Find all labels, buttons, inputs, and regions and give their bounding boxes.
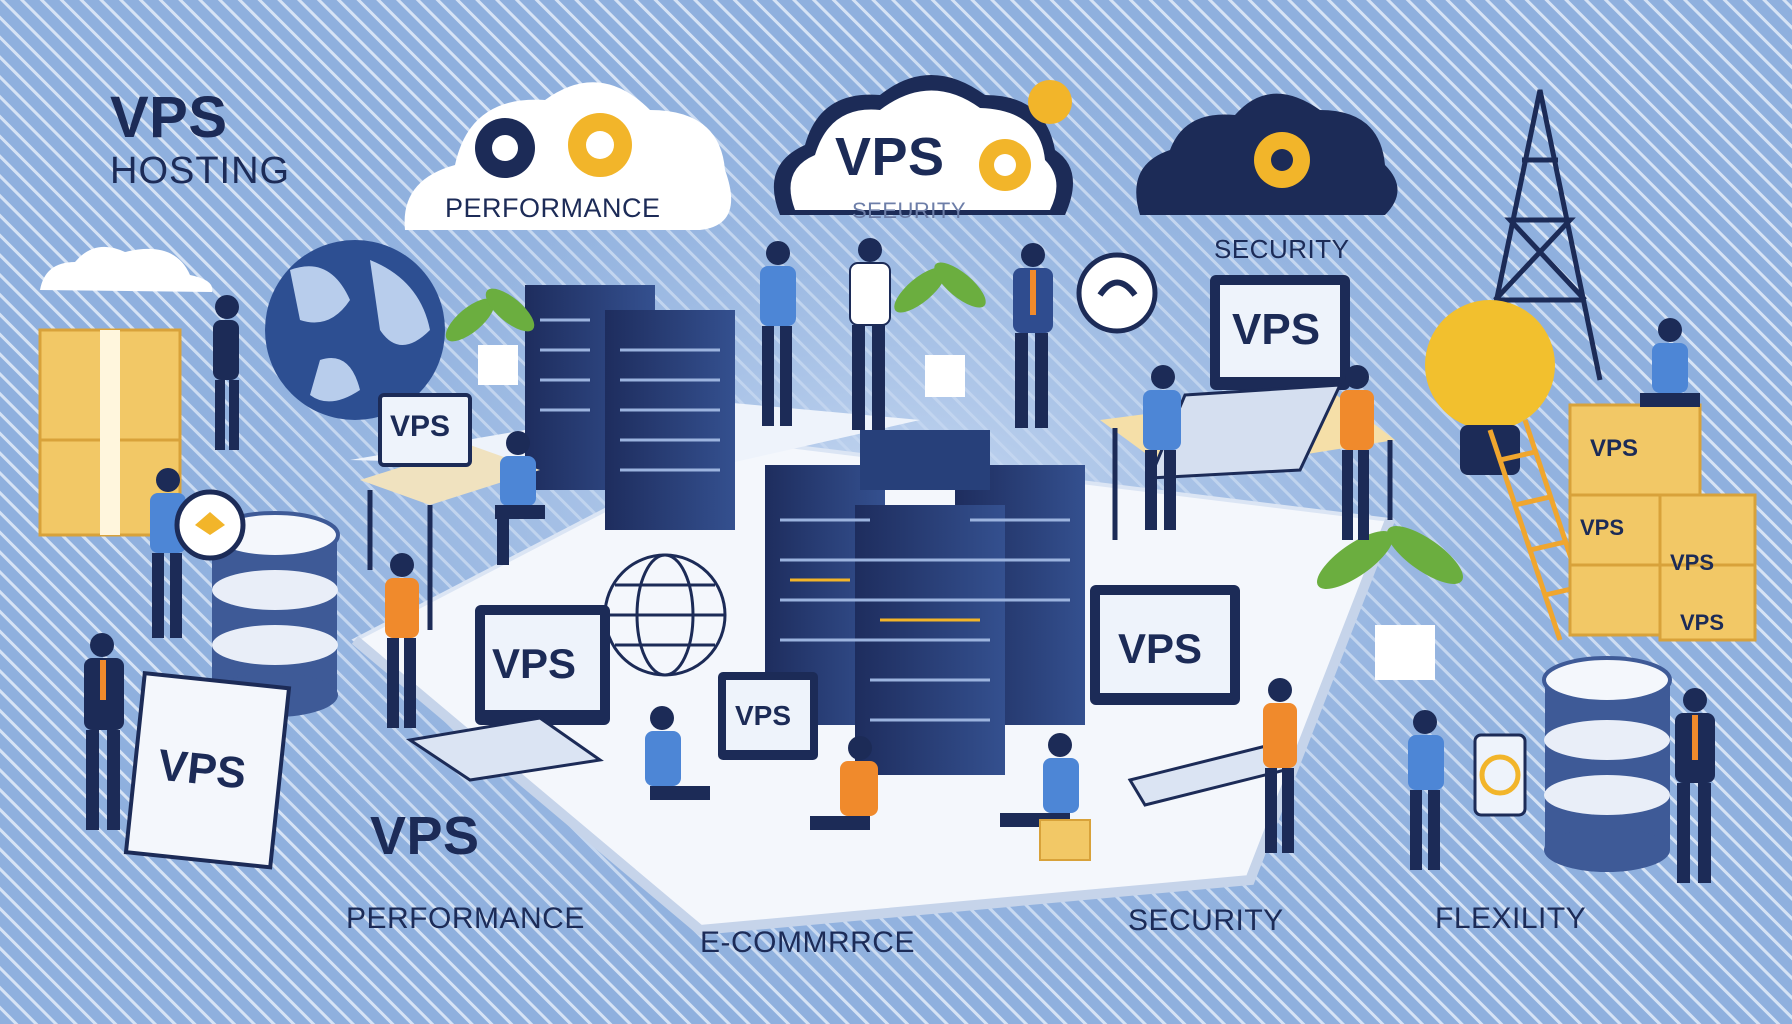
person <box>1340 365 1374 540</box>
ring-icon <box>1473 733 1527 817</box>
person <box>385 553 419 728</box>
person <box>84 633 124 830</box>
box-label: VPS <box>1580 515 1625 540</box>
box-stack-right <box>1568 403 1757 642</box>
desk-left <box>360 445 540 505</box>
monitor-right-text: VPS <box>1118 625 1203 672</box>
person <box>495 431 545 565</box>
person <box>1013 243 1053 428</box>
box-label: VPS <box>1680 610 1725 635</box>
small-cloud-left <box>40 246 213 292</box>
desk-monitor-left <box>378 393 472 467</box>
monitor-center-text: VPS <box>735 700 792 731</box>
sign-bottom-left-text: VPS <box>155 740 249 799</box>
box-label: VPS <box>1590 435 1639 462</box>
desk-monitor-text: VPS <box>390 410 451 443</box>
globe-icon <box>265 240 445 420</box>
person <box>849 238 891 430</box>
person <box>1408 710 1444 870</box>
cloud-performance-label: PERFORMANCE <box>445 193 661 223</box>
title-vps: VPS <box>110 85 228 150</box>
person <box>760 241 796 426</box>
person <box>213 295 239 450</box>
person <box>1143 365 1181 530</box>
badge-icon <box>174 489 246 561</box>
vps-bottom-label: VPS <box>370 806 480 866</box>
cloud-security-faint-label: SEЕURITY <box>852 198 967 223</box>
transmission-tower <box>1477 89 1603 381</box>
person <box>810 736 878 830</box>
monitor-left-center <box>406 605 610 782</box>
plant <box>445 262 1463 680</box>
database-right <box>1542 656 1672 872</box>
security-bottom-label: SECURITY <box>1128 904 1284 937</box>
monitor-left-center-text: VPS <box>492 640 577 687</box>
cloud-security <box>1136 93 1398 215</box>
gear-icon <box>475 118 535 178</box>
title-hosting: HOSTING <box>110 150 291 192</box>
gear-icon <box>1254 132 1310 188</box>
laptop-screen-text: VPS <box>1232 305 1321 354</box>
person <box>1640 318 1700 407</box>
cloud-vps-label: VPS <box>835 127 945 187</box>
gear-icon <box>979 139 1031 191</box>
person <box>1675 688 1715 883</box>
person <box>1263 678 1297 853</box>
box-stack-left <box>38 328 182 537</box>
monitor-right <box>1090 585 1288 807</box>
server-rack <box>765 430 1085 775</box>
person <box>645 706 710 800</box>
cloud-performance <box>404 82 732 230</box>
server-rack <box>525 285 735 530</box>
laptop-top-right <box>1147 275 1350 480</box>
gear-icon <box>568 113 632 177</box>
security-top-label: SECURITY <box>1214 234 1350 264</box>
box-label: VPS <box>1670 550 1715 575</box>
flexility-label: FLEXILITY <box>1435 902 1587 935</box>
sign-bottom-left <box>123 670 292 870</box>
light-bulb-icon <box>1425 300 1555 475</box>
performance-bottom-label: PERFORMANCE <box>346 902 585 935</box>
refresh-icon <box>1076 252 1158 334</box>
cloud-vps-security <box>773 75 1073 215</box>
person <box>1000 733 1091 861</box>
monitor-center <box>718 672 818 760</box>
ecommerce-label: E-COMMRRCE <box>700 926 915 959</box>
